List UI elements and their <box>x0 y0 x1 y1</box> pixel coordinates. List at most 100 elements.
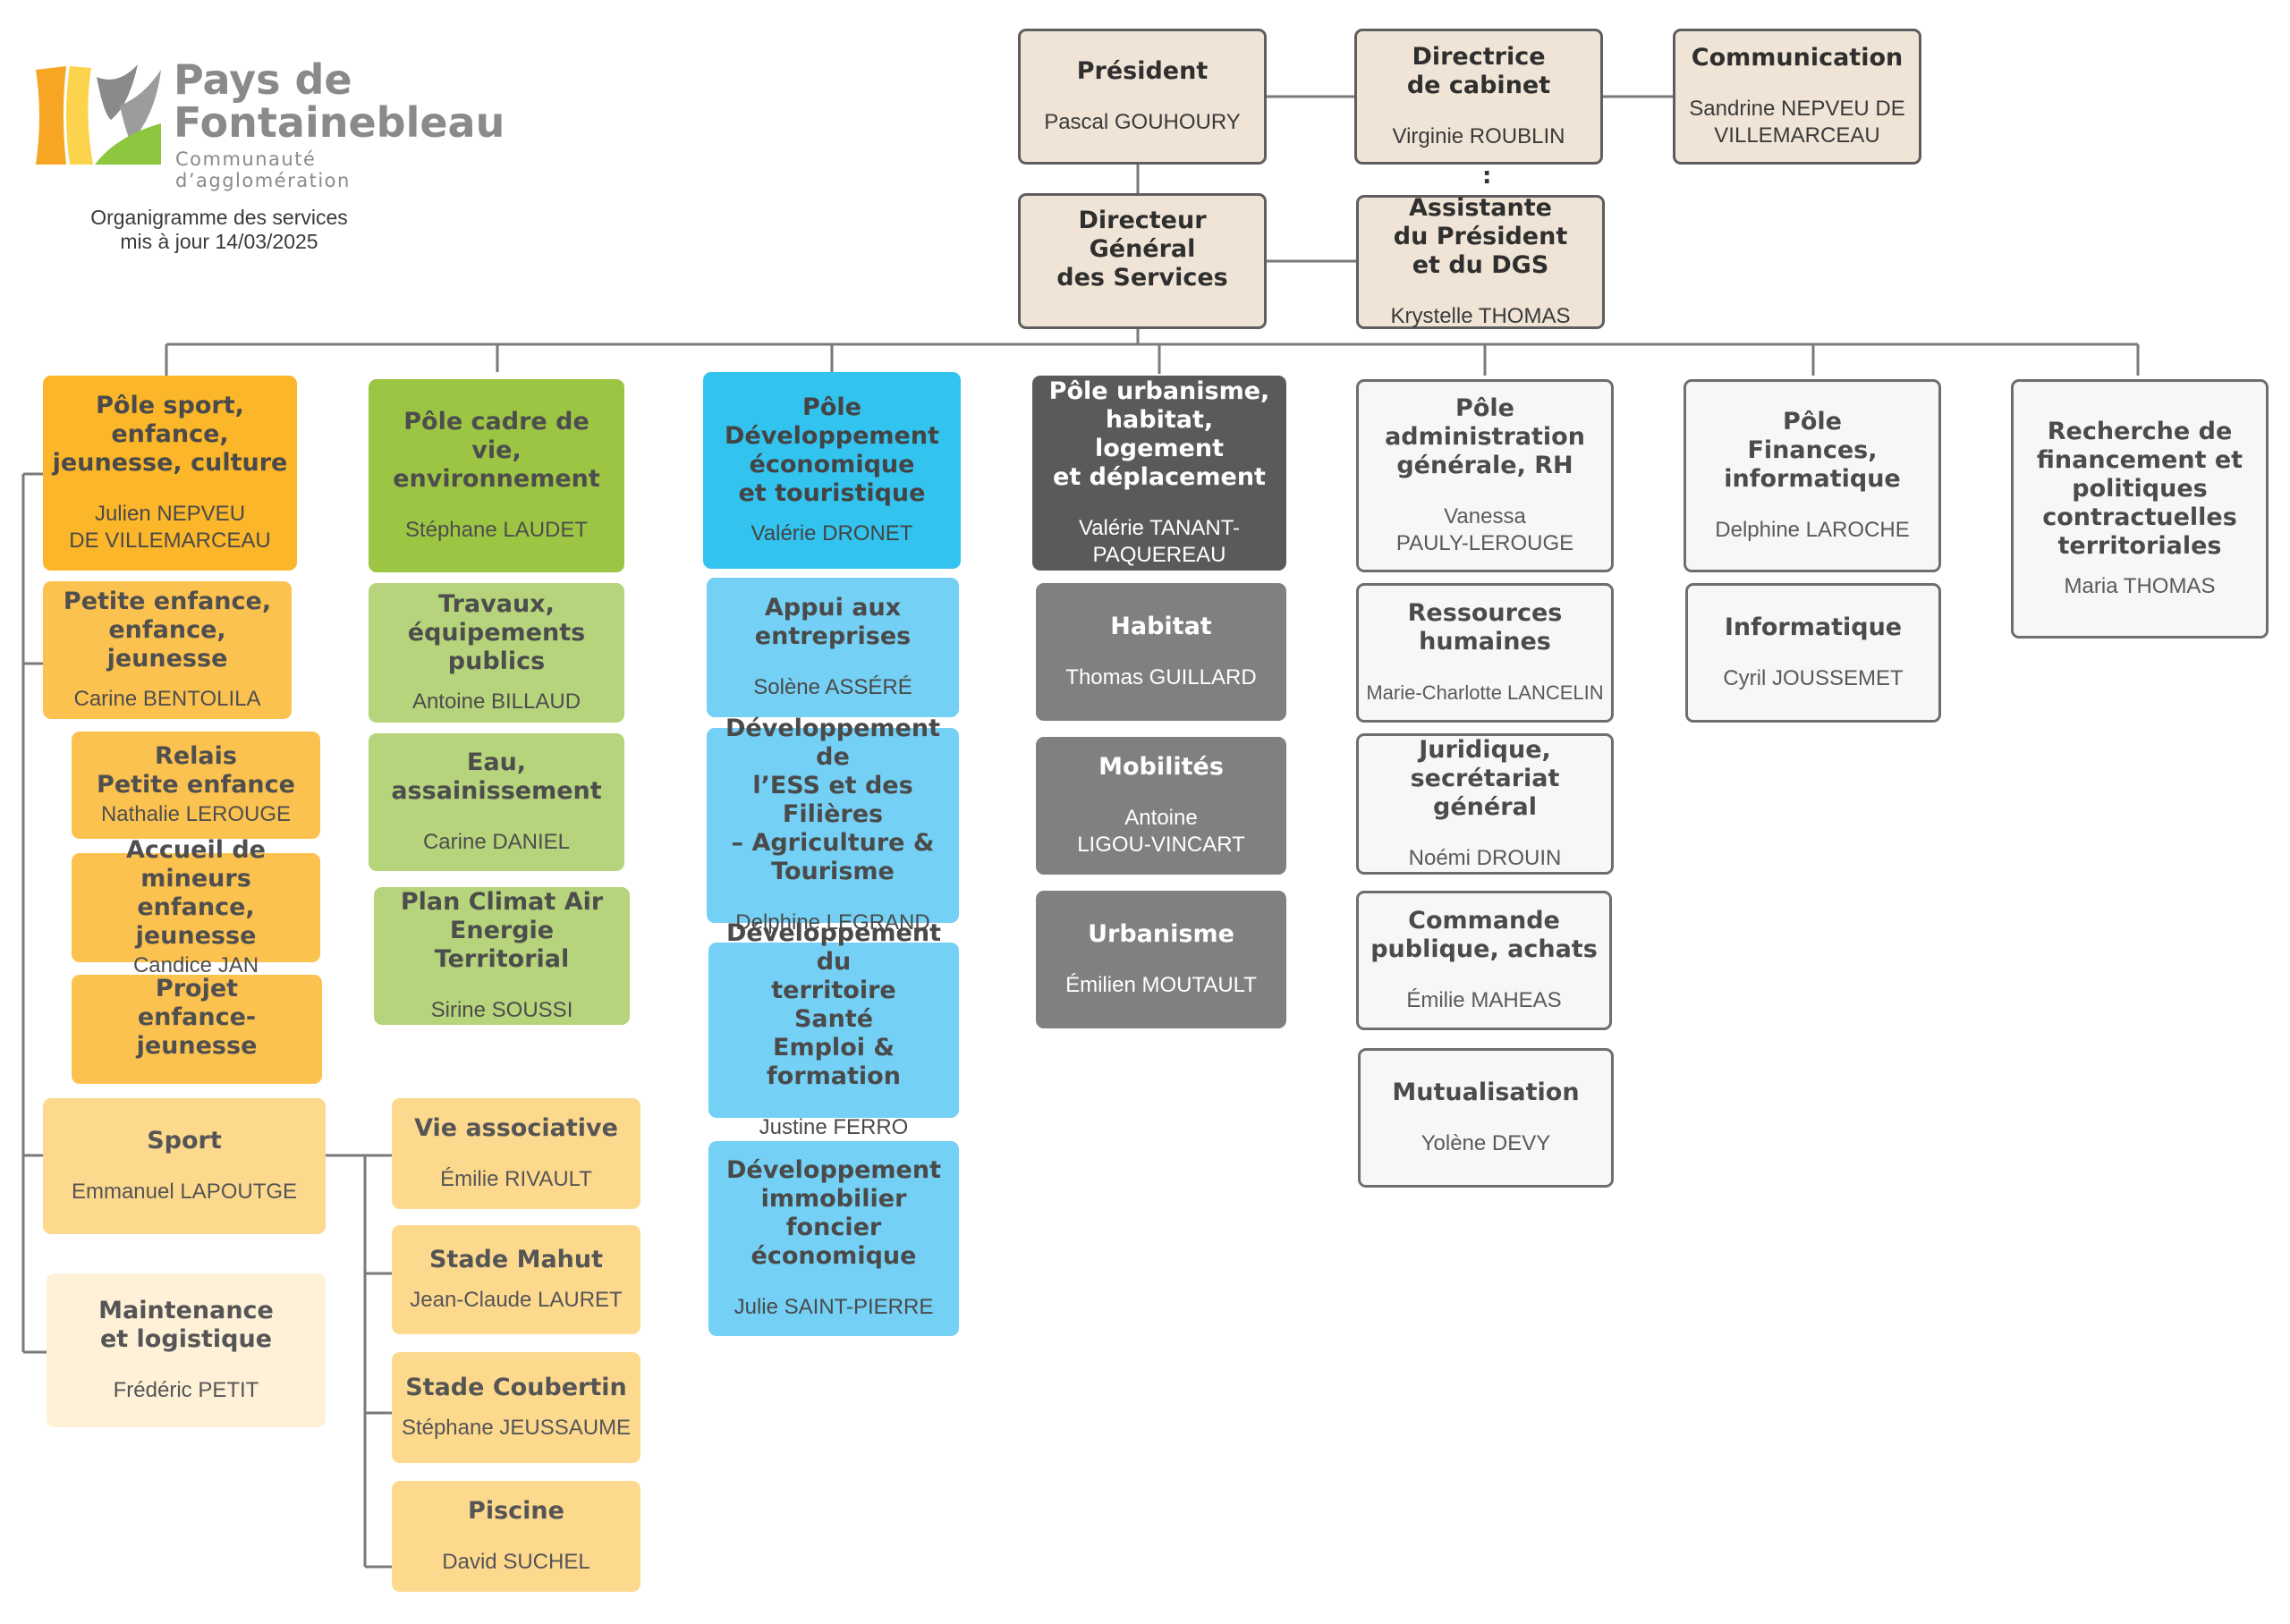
node-title: Pôle administration générale, RH <box>1385 394 1585 479</box>
node-title: Développement immobilier foncier économi… <box>726 1156 941 1270</box>
node-title: Appui aux entreprises <box>754 594 912 650</box>
node-title: Directeur Général des Services <box>1056 207 1228 292</box>
node-person: Émilie MAHEAS <box>1406 988 1562 1012</box>
pays-de-fontainebleau-logo-mark <box>36 64 161 165</box>
logo-text-line1: Pays de <box>174 55 352 104</box>
node-title: Développement du territoire Santé Emploi… <box>726 919 941 1090</box>
node-travaux[interactable]: Travaux, équipements publics Antoine BIL… <box>369 583 624 723</box>
node-informatique[interactable]: Informatique Cyril JOUSSEMET <box>1685 583 1941 723</box>
node-title: Relais Petite enfance <box>97 742 295 799</box>
node-title: Mobilités <box>1098 753 1224 781</box>
node-pole-urbanisme[interactable]: Pôle urbanisme, habitat, logement et dép… <box>1032 376 1286 571</box>
node-sport[interactable]: Sport Emmanuel LAPOUTGE <box>43 1098 326 1234</box>
node-title: Communication <box>1691 44 1904 72</box>
node-plan-climat[interactable]: Plan Climat Air Energie Territorial Siri… <box>374 887 630 1025</box>
node-person: Cyril JOUSSEMET <box>1723 666 1904 690</box>
node-president[interactable]: Président Pascal GOUHOURY <box>1018 29 1267 165</box>
logo: Pays de Fontainebleau Communauté d’agglo… <box>30 55 505 191</box>
node-pole-sport[interactable]: Pôle sport, enfance, jeunesse, culture J… <box>43 376 297 571</box>
node-person: Yolène DEVY <box>1421 1131 1551 1155</box>
node-person: Vanessa PAULY-LEROUGE <box>1395 504 1574 555</box>
node-person: Valérie DRONET <box>751 521 913 546</box>
chart-caption: Organigramme des services mis à jour 14/… <box>54 206 385 254</box>
node-mutualisation[interactable]: Mutualisation Yolène DEVY <box>1358 1048 1614 1188</box>
node-dgs[interactable]: Directeur Général des Services <box>1018 193 1267 329</box>
node-piscine[interactable]: Piscine David SUCHEL <box>392 1481 640 1592</box>
node-person: Delphine LEGRAND <box>735 910 930 935</box>
node-title: Commande publique, achats <box>1370 907 1598 963</box>
node-title: Pôle Développement économique et tourist… <box>725 393 939 507</box>
node-title: Ressources humaines <box>1407 599 1563 656</box>
node-title: Travaux, équipements publics <box>407 590 586 675</box>
node-eau-assainissement[interactable]: Eau, assainissement Carine DANIEL <box>369 733 624 871</box>
node-developpement-ess[interactable]: Développement de l’ESS et des Filières –… <box>707 715 959 935</box>
node-person: Justine FERRO <box>759 1115 909 1139</box>
node-person: Valérie TANANT- PAQUEREAU <box>1078 516 1241 567</box>
node-juridique[interactable]: Juridique, secrétariat général Noémi DRO… <box>1356 733 1614 875</box>
svg-text::: : <box>1482 163 1491 190</box>
node-person: David SUCHEL <box>442 1550 590 1574</box>
node-title: Mutualisation <box>1392 1078 1580 1106</box>
node-maintenance-logistique[interactable]: Maintenance et logistique Frédéric PETIT <box>47 1273 326 1427</box>
node-communication[interactable]: Communication Sandrine NEPVEU DE VILLEMA… <box>1673 29 1921 165</box>
node-appui-entreprises[interactable]: Appui aux entreprises Solène ASSÉRÉ <box>707 578 959 717</box>
node-accueil-mineurs[interactable]: Accueil de mineurs enfance, jeunesse Can… <box>72 836 320 977</box>
node-title: Accueil de mineurs enfance, jeunesse <box>126 836 266 950</box>
node-person: Thomas GUILLARD <box>1065 665 1257 689</box>
node-mobilites[interactable]: Mobilités Antoine LIGOU-VINCART <box>1036 737 1286 875</box>
node-title: Habitat <box>1110 613 1212 640</box>
node-pole-finances[interactable]: Pôle Finances, informatique Delphine LAR… <box>1684 379 1941 572</box>
node-developpement-territoire[interactable]: Développement du territoire Santé Emploi… <box>708 919 959 1139</box>
node-person: Julien NEPVEU DE VILLEMARCEAU <box>69 502 271 553</box>
node-person: Carine DANIEL <box>422 830 571 854</box>
node-title: Stade Coubertin <box>405 1374 627 1401</box>
node-directrice-cabinet[interactable]: Directrice de cabinet Virginie ROUBLIN <box>1354 29 1603 165</box>
caption-date: mis à jour 14/03/2025 <box>120 230 318 253</box>
node-title: Sport <box>147 1127 222 1155</box>
node-person: Maria THOMAS <box>2064 574 2216 598</box>
node-relais-petite-enfance[interactable]: Relais Petite enfance Nathalie LEROUGE <box>72 732 320 839</box>
node-recherche-financement[interactable]: Recherche de financement et politiques c… <box>2011 379 2269 639</box>
node-ressources-humaines[interactable]: Ressources humaines Marie-Charlotte LANC… <box>1356 583 1614 723</box>
node-stade-mahut[interactable]: Stade Mahut Jean-Claude LAURET <box>392 1225 640 1334</box>
node-stade-coubertin[interactable]: Stade Coubertin Stéphane JEUSSAUME <box>392 1352 640 1463</box>
node-assistante[interactable]: Assistante du Président et du DGS Kryste… <box>1356 194 1605 329</box>
node-person: Virginie ROUBLIN <box>1392 124 1565 148</box>
logo-text-line2: Fontainebleau <box>174 98 505 147</box>
node-title: Développement de l’ESS et des Filières –… <box>725 715 940 885</box>
node-habitat[interactable]: Habitat Thomas GUILLARD <box>1036 583 1286 721</box>
node-title: Stade Mahut <box>428 1246 604 1273</box>
node-projet-enfance-jeunesse[interactable]: Projet enfance-jeunesse <box>72 975 322 1084</box>
node-person: Julie SAINT-PIERRE <box>734 1295 934 1319</box>
node-developpement-immobilier[interactable]: Développement immobilier foncier économi… <box>708 1141 959 1336</box>
node-person: Candice JAN <box>132 953 259 977</box>
node-title: Vie associative <box>414 1114 618 1142</box>
node-person: Antoine LIGOU-VINCART <box>1077 806 1245 857</box>
node-petite-enfance[interactable]: Petite enfance, enfance, jeunesse Carine… <box>43 581 292 719</box>
node-vie-associative[interactable]: Vie associative Émilie RIVAULT <box>392 1098 640 1209</box>
node-person: Carine BENTOLILA <box>73 687 261 711</box>
node-urbanisme[interactable]: Urbanisme Émilien MOUTAULT <box>1036 891 1286 1028</box>
node-pole-developpement[interactable]: Pôle Développement économique et tourist… <box>703 372 961 569</box>
node-person: Émilien MOUTAULT <box>1065 973 1257 997</box>
caption-title: Organigramme des services <box>90 206 348 229</box>
node-person: Emmanuel LAPOUTGE <box>71 1180 298 1204</box>
logo-text-line3: Communauté d’agglomération <box>175 148 351 191</box>
node-title: Directrice de cabinet <box>1406 43 1551 99</box>
node-person: Nathalie LEROUGE <box>100 802 292 826</box>
node-person: Jean-Claude LAURET <box>410 1288 623 1312</box>
node-title: Pôle urbanisme, habitat, logement et dép… <box>1048 377 1270 491</box>
node-pole-cadre-de-vie[interactable]: Pôle cadre de vie, environnement Stéphan… <box>369 379 624 572</box>
node-title: Président <box>1076 57 1209 85</box>
node-title: Juridique, secrétariat général <box>1410 736 1560 821</box>
node-title: Urbanisme <box>1088 920 1234 948</box>
node-person: Frédéric PETIT <box>113 1378 259 1402</box>
node-commande-publique[interactable]: Commande publique, achats Émilie MAHEAS <box>1356 891 1612 1030</box>
node-title: Pôle cadre de vie, environnement <box>393 408 600 493</box>
node-pole-administration[interactable]: Pôle administration générale, RH Vanessa… <box>1356 379 1614 572</box>
node-title: Recherche de financement et politiques c… <box>2036 418 2243 560</box>
node-person: Pascal GOUHOURY <box>1044 110 1241 134</box>
node-title: Informatique <box>1724 613 1903 641</box>
node-title: Pôle Finances, informatique <box>1724 408 1901 493</box>
